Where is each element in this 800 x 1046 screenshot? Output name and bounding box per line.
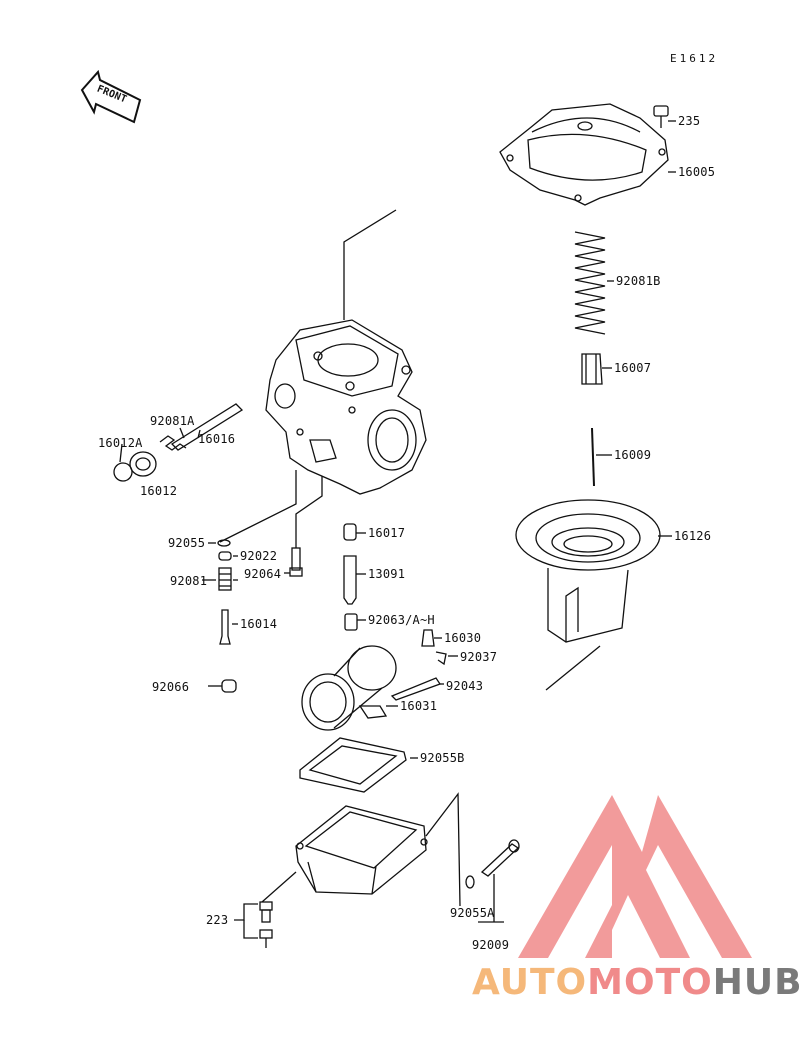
label-92009: 92009 <box>472 938 510 952</box>
drain-screw <box>465 839 520 923</box>
label-16007: 16007 <box>614 361 652 375</box>
front-arrow <box>80 69 142 124</box>
watermark-part-hub: HUB <box>712 962 800 1003</box>
label-92055: 92055 <box>168 536 206 550</box>
label-92081B: 92081B <box>616 274 661 288</box>
label-16030: 16030 <box>444 631 482 645</box>
jet-92064 <box>284 547 303 577</box>
float-valve <box>421 629 458 666</box>
label-223: 223 <box>206 913 229 927</box>
label-16017: 16017 <box>368 526 406 540</box>
label-16005: 16005 <box>678 165 716 179</box>
diaphragm-16126 <box>515 499 672 691</box>
needle-jet-stack <box>343 523 366 631</box>
label-92022: 92022 <box>240 549 278 563</box>
label-13091: 13091 <box>368 567 406 581</box>
label-92055B: 92055B <box>420 751 465 765</box>
label-16009: 16009 <box>614 448 652 462</box>
label-16031: 16031 <box>400 699 438 713</box>
label-16014: 16014 <box>240 617 278 631</box>
label-235: 235 <box>678 114 701 128</box>
label-92064: 92064 <box>244 567 282 581</box>
label-16016: 16016 <box>198 432 236 446</box>
screw-235 <box>653 105 676 128</box>
top-cover-part <box>499 103 669 206</box>
needle-holder-16007 <box>581 353 612 385</box>
label-92081A: 92081A <box>150 414 195 428</box>
label-92055A: 92055A <box>450 906 495 920</box>
float-bowl <box>295 792 461 907</box>
label-16126: 16126 <box>674 529 712 543</box>
pilot-screw-assembly <box>113 403 244 482</box>
watermark-part-auto: AUTO <box>472 962 588 1003</box>
label-92037: 92037 <box>460 650 498 664</box>
label-92081: 92081 <box>170 574 208 588</box>
watermark-part-moto: MOTO <box>587 962 713 1003</box>
needle-16009 <box>591 427 612 487</box>
diagram-code: E1612 <box>670 52 719 65</box>
label-16012A: 16012A <box>98 436 143 450</box>
jet-stack-left <box>202 539 238 645</box>
label-92043: 92043 <box>446 679 484 693</box>
plug-92066 <box>208 679 237 693</box>
label-92063: 92063/A~H <box>368 613 435 627</box>
label-92066: 92066 <box>152 680 190 694</box>
carburetor-body <box>265 319 427 495</box>
label-16012: 16012 <box>140 484 178 498</box>
watermark-text: AUTOMOTOHUB <box>472 962 800 1003</box>
spring-92081B <box>574 231 614 335</box>
float-16031 <box>301 645 444 731</box>
screws-223 <box>234 871 297 948</box>
gasket-92055B <box>299 737 418 793</box>
